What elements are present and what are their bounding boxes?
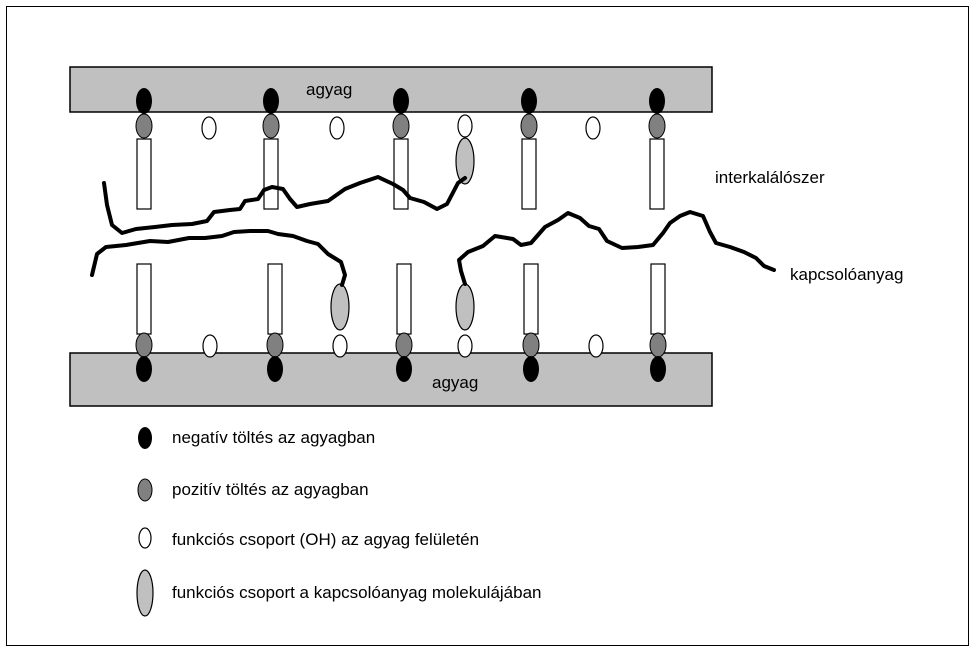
- black-ellipse-icon: [138, 427, 152, 449]
- intercalator-stick: [650, 263, 666, 335]
- polymer-chain-3: [457, 210, 776, 286]
- intercalator-label: interkalálószer: [715, 168, 825, 187]
- positive-charge-icon: [392, 113, 410, 139]
- intercalator-stick: [521, 138, 537, 210]
- positive-charge-icon: [135, 332, 153, 358]
- oh-group-icon: [332, 334, 348, 358]
- light-grey-oval-icon: [136, 569, 154, 617]
- negative-charge-icon: [521, 88, 537, 114]
- oh-group-icon: [202, 334, 218, 358]
- intercalator-stick: [136, 263, 152, 335]
- clay-layer-bottom: [69, 352, 713, 407]
- oh-group-icon: [585, 116, 601, 140]
- intercalator-stick: [263, 138, 279, 210]
- intercalator-sticks-top: [136, 138, 665, 210]
- positive-charge-icon: [395, 332, 413, 358]
- figure-frame: [6, 6, 969, 646]
- polymer-chain-1: [102, 175, 467, 235]
- oh-groups-bottom: [202, 334, 604, 358]
- negative-charge-icon: [263, 88, 279, 114]
- positive-charge-icon: [648, 113, 666, 139]
- coupling-group-icon: [455, 137, 475, 185]
- positive-charge-icon: [262, 113, 280, 139]
- negative-charges-bottom: [136, 356, 666, 382]
- clay-top-label: agyag: [306, 80, 353, 99]
- oh-group-icon: [457, 114, 473, 138]
- grey-ellipse-icon: [137, 478, 153, 502]
- negative-charges-top: [136, 88, 665, 114]
- negative-charge-icon: [136, 88, 152, 114]
- coupling-agent-label: kapcsolóanyag: [790, 265, 904, 284]
- oh-group-icon: [457, 334, 473, 358]
- coupling-group-icon: [455, 283, 475, 331]
- legend-text-oh: funkciós csoport (OH) az agyag felületén: [172, 530, 480, 549]
- legend-text-negative: negatív töltés az agyagban: [172, 428, 376, 447]
- positive-charge-icon: [520, 113, 538, 139]
- positive-charges-top: [135, 113, 666, 139]
- negative-charge-icon: [393, 88, 409, 114]
- legend-text-positive: pozitív töltés az agyagban: [172, 480, 369, 499]
- positive-charge-icon: [522, 332, 540, 358]
- positive-charge-icon: [266, 332, 284, 358]
- positive-charge-icon: [649, 332, 667, 358]
- oh-group-icon: [329, 116, 345, 140]
- intercalator-stick: [267, 263, 283, 335]
- negative-charge-icon: [649, 88, 665, 114]
- intercalator-stick: [136, 138, 152, 210]
- negative-charge-icon: [523, 356, 539, 382]
- negative-charge-icon: [267, 356, 283, 382]
- clay-bottom-label: agyag: [432, 373, 479, 392]
- intercalator-stick: [393, 138, 409, 210]
- coupling-group-icon: [330, 283, 350, 331]
- polymer-chains: [90, 175, 776, 287]
- clay-layer-top: [69, 66, 713, 113]
- negative-charge-icon: [396, 356, 412, 382]
- oh-groups-top: [201, 114, 601, 140]
- intercalator-stick: [523, 263, 539, 335]
- polymer-chain-2: [90, 229, 347, 287]
- intercalator-stick: [649, 138, 665, 210]
- oh-group-icon: [201, 116, 217, 140]
- negative-charge-icon: [136, 356, 152, 382]
- intercalator-stick: [396, 263, 412, 335]
- oh-group-icon: [588, 334, 604, 358]
- intercalator-sticks-bottom: [136, 263, 666, 335]
- legend-text-coupling: funkciós csoport a kapcsolóanyag molekul…: [172, 583, 542, 602]
- positive-charge-icon: [135, 113, 153, 139]
- positive-charges-bottom: [135, 332, 667, 358]
- negative-charge-icon: [650, 356, 666, 382]
- white-ellipse-icon: [138, 527, 152, 549]
